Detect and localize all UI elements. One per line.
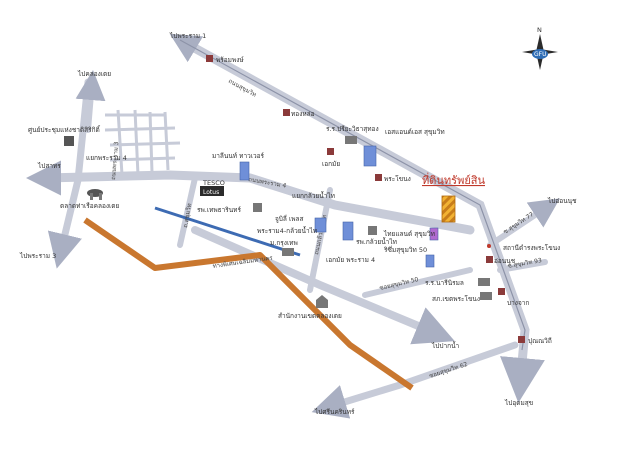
road-sukhumvit50 — [362, 267, 473, 298]
place-labels: ศูนย์ประชุมแห่งชาติสิริกิติ์ แยกพระราม 4… — [28, 125, 560, 320]
svg-text:เอกมัย: เอกมัย — [322, 160, 340, 168]
street-grid — [104, 109, 181, 176]
label-prakhanong-district: สถานีดำรงพระโขนง — [503, 244, 560, 252]
station-phrom-phong: พร้อมพงษ์ — [206, 55, 244, 64]
site-plot: ที่ดินทรัพย์สิน — [422, 172, 485, 223]
building-jubilee — [314, 217, 327, 233]
station-bang-chak: บางจาก — [498, 288, 529, 307]
svg-text:พระโขนง: พระโขนง — [384, 175, 411, 183]
building-rq50 — [425, 254, 435, 268]
road-to-paknam — [191, 226, 455, 345]
label-to-rama3: ไปพระราม 3 — [19, 252, 56, 260]
compass: N GFU — [522, 26, 558, 70]
svg-text:อ่อนนุช: อ่อนนุช — [494, 257, 516, 265]
label-kluay-hosp: รพ.กล้วยน้ำไท — [356, 237, 397, 246]
district-marker-icon — [487, 244, 491, 248]
label-rama4-junction: แยกพระราม 4 — [86, 154, 127, 162]
label-rq50: ริซึ่มสุขุมวิท 50 — [383, 245, 427, 254]
university-icon — [282, 248, 294, 256]
station-on-nut: อ่อนนุช — [486, 256, 516, 265]
direction-labels: ไปพระราม 1 ไปคลองเตย ไปสาทร ไปพระราม 3 ไ… — [19, 32, 577, 416]
svg-text:TESCO: TESCO — [202, 179, 225, 187]
label-to-klongtoei: ไปคลองเตย — [77, 70, 111, 78]
hospital-icon — [253, 203, 262, 212]
police-icon — [480, 292, 492, 300]
road-vertical-mid — [177, 175, 198, 248]
label-jubilee: จูบิลี่ เพลส — [275, 214, 303, 223]
station-phra-khanong: พระโขนง — [375, 174, 411, 183]
compass-north: N — [537, 26, 542, 34]
label-prakhanong-police: สภ.เขตพระโขนง — [432, 295, 480, 303]
compass-brand: GFU — [534, 51, 547, 58]
label-to-bangna: ไปอ่อนนุช — [547, 197, 577, 205]
road-to-top-left — [75, 70, 106, 133]
label-school-wattana: ร.ร.ปรียะวิธาสุทอง — [326, 125, 379, 133]
road-kluaynamthai — [307, 187, 333, 293]
label-mercury: มาลีนนท์ ทาวเวอร์ — [212, 152, 265, 160]
road-rama4 — [40, 170, 475, 235]
station-ekkamai: เอกมัย — [322, 148, 340, 168]
label-to-rama1: ไปพระราม 1 — [169, 32, 206, 40]
building-thai-sukhumvit — [429, 227, 439, 241]
bts-line — [179, 39, 526, 351]
station-thong-lo: ทองหล่อ — [283, 109, 315, 118]
label-rama4-kluay: พระราม4-กล้วยน้ำไท — [257, 226, 317, 235]
svg-text:ปุณณวิถี: ปุณณวิถี — [528, 337, 552, 345]
label-bangkok-uni: ม.กรุงเทพ — [270, 239, 298, 247]
svg-text:Lotus: Lotus — [203, 189, 219, 196]
road-sukhumvit77 — [487, 198, 560, 248]
road-sukhumvit93 — [497, 259, 548, 273]
svg-text:พร้อมพงษ์: พร้อมพงษ์ — [216, 56, 244, 64]
bts-stations: พร้อมพงษ์ ทองหล่อ เอกมัย พระโขนง อ่อนนุช… — [206, 55, 552, 345]
school-icon — [345, 136, 357, 144]
road-network — [26, 33, 560, 419]
label-klongtoei-market: ตลาดท่าเรือคลองเตย — [60, 202, 119, 210]
label-thai-sukhumvit: ไทยแลนด์ สุขุมวิท — [383, 230, 435, 238]
label-sukhumvit77: ซ.สุขุมวิท 77 — [502, 211, 535, 236]
road-left-vertical — [47, 78, 92, 269]
qsncc-icon — [64, 136, 74, 146]
label-school-narinom: ร.ร.นารีนิรมล — [425, 279, 464, 287]
district-office-icon — [316, 295, 328, 308]
lotus-badge: Lotus TESCO — [200, 179, 225, 196]
canal — [154, 206, 301, 257]
label-to-paknam: ไปปากน้ำ — [431, 341, 460, 350]
building-sukhumvit-tower — [363, 145, 377, 167]
label-ekkamai-rama4: เอกมัย พระราม 4 — [326, 256, 375, 264]
label-to-srinakarin: ไปศรีนครินทร์ — [314, 408, 355, 416]
road-sukhumvit62 — [311, 341, 519, 419]
label-to-samutprakan: ไปอุดมสุข — [504, 399, 533, 407]
building-kluay-hosp — [342, 221, 354, 241]
label-thepcharin: รพ.เทพธารินทร์ — [197, 206, 241, 214]
label-to-sathorn: ไปสาทร — [37, 162, 61, 170]
market-icon — [87, 189, 103, 200]
svg-text:บางจาก: บางจาก — [507, 299, 529, 307]
station-punnawithi: ปุณณวิถี — [518, 336, 552, 345]
label-vertical-mid: ถ.สุขุมวิท — [182, 203, 193, 228]
svg-text:ทองหล่อ: ทองหล่อ — [291, 110, 315, 118]
label-kluay-junction: แยกกล้วยน้ำไท — [292, 191, 335, 200]
building-mercury — [239, 161, 250, 181]
label-sukhumvit62: ซอยสุขุมวิท 62 — [428, 361, 468, 380]
site-title: ที่ดินทรัพย์สิน — [422, 172, 485, 187]
label-qsncc: ศูนย์ประชุมแห่งชาติสิริกิติ์ — [28, 125, 101, 134]
expressway — [83, 217, 414, 391]
narinom-icon — [478, 278, 490, 286]
label-rama3-road: ถนนพระราม 3 — [110, 141, 120, 180]
buildings — [239, 145, 439, 268]
kluay-hosp-icon — [368, 226, 377, 235]
label-klongtoei-office: สำนักงานเขตคลองเตย — [278, 312, 342, 320]
label-sukhumvit-tower: เอสแอนด์เอส สุขุมวิท — [385, 128, 445, 136]
